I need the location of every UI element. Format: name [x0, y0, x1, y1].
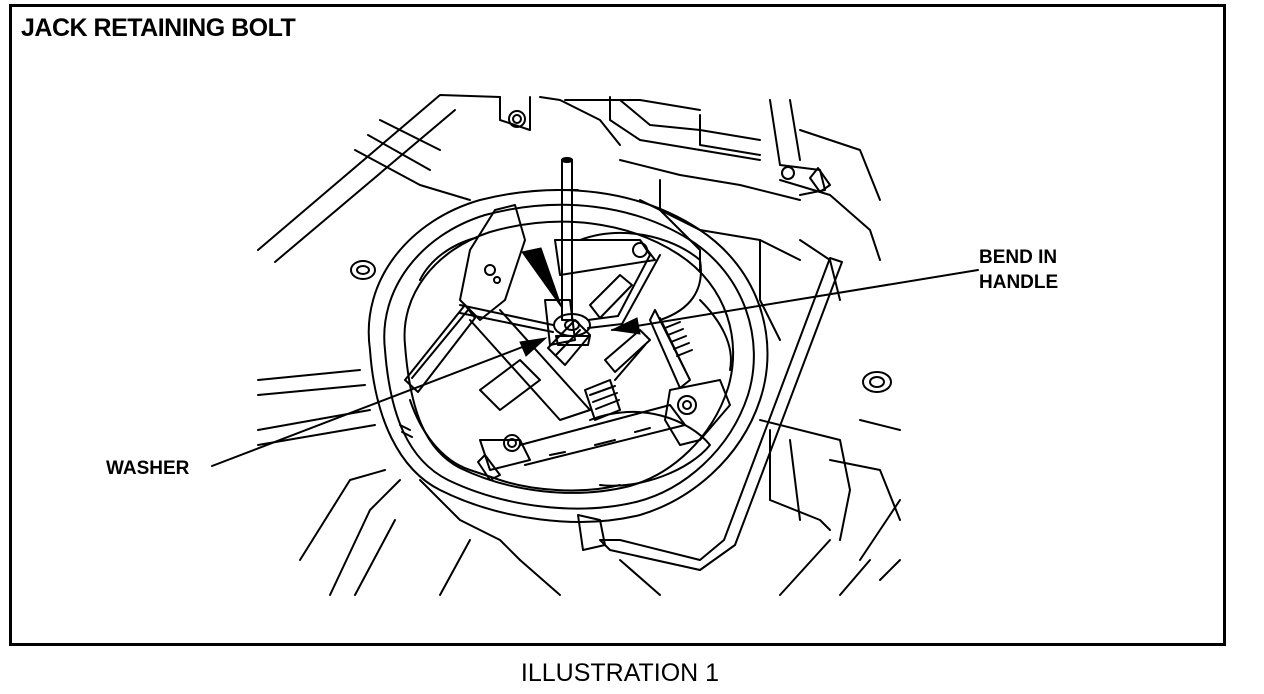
figure-caption: ILLUSTRATION 1	[520, 659, 720, 687]
bend-arrowhead	[610, 317, 641, 335]
washer-arrowhead	[519, 337, 548, 357]
retaining-bolt	[553, 157, 591, 346]
tire-well	[367, 189, 769, 523]
bend-in-handle-line1: BEND IN	[979, 247, 1058, 268]
callout-leaders	[211, 269, 979, 467]
trunk-floor-lines	[257, 94, 901, 596]
jack-handle	[459, 239, 843, 571]
figure-frame	[9, 4, 1226, 646]
washer-label: WASHER	[106, 458, 190, 479]
figure-title: JACK RETAINING BOLT	[21, 14, 296, 42]
bend-in-handle-line2: HANDLE	[979, 272, 1059, 293]
bolt-arrowhead	[521, 247, 563, 309]
bend-in-handle-label: BEND IN HANDLE	[979, 245, 1058, 295]
